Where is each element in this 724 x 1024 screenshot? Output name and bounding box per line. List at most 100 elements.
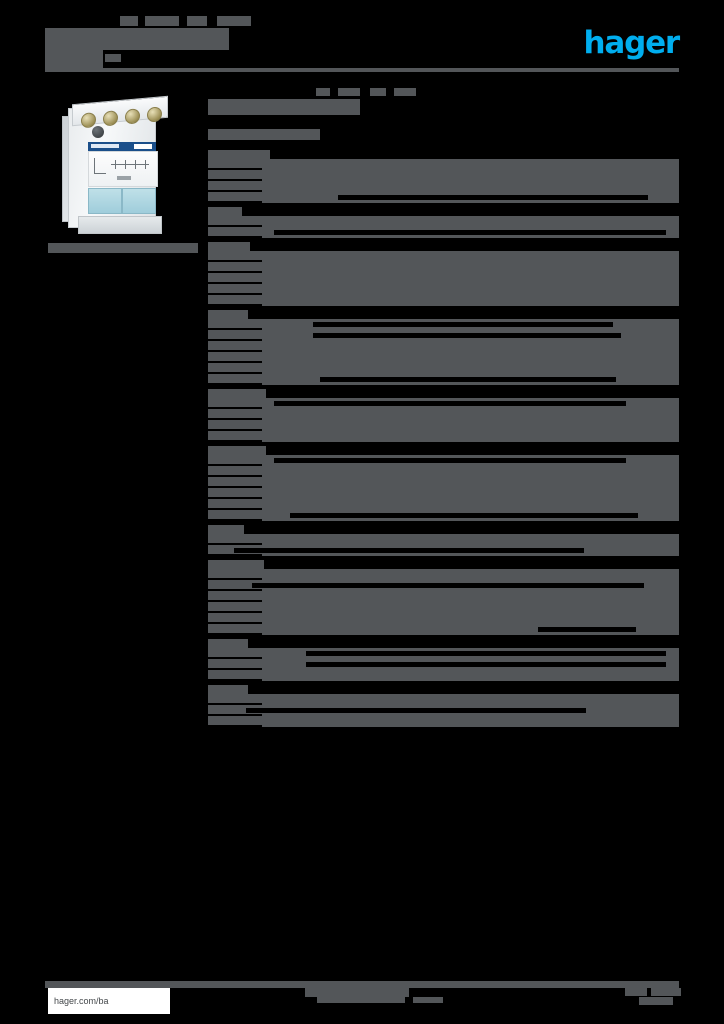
label-underline [216,679,262,681]
spec-section-header-redacted [208,389,679,398]
row-separator [208,260,216,262]
row-separator [208,407,216,409]
spec-section-header-redacted [208,639,679,648]
value-leader [290,513,638,518]
label-underline [216,236,262,238]
section-header-bar [208,560,264,569]
value-leader [274,230,666,235]
label-underline [216,383,262,385]
footer-page-number-redacted [625,988,681,1006]
device-rocker-left [88,188,122,214]
label-underline [216,179,262,181]
row-separator [208,497,216,499]
spec-section-header-redacted [208,150,679,159]
contactor-illustration [62,95,180,236]
spec-section-body-redacted [208,216,679,238]
footer-url-box[interactable]: hager.com/ba [48,988,170,1014]
footer-divider [45,981,679,988]
value-leader [246,708,586,713]
label-underline [216,543,262,545]
device-rocker-right [122,188,156,214]
section-header-bar [208,685,248,694]
label-underline [216,703,262,705]
value-leader [274,401,626,406]
row-separator [208,179,216,181]
footer-url-text: hager.com/ba [54,996,109,1006]
label-underline [216,225,262,227]
label-underline [216,486,262,488]
spec-section [208,310,679,385]
label-underline [216,407,262,409]
device-terminal-block [72,95,168,129]
row-separator [208,168,216,170]
label-underline [216,440,262,442]
spec-section [208,207,679,238]
value-leader [274,458,626,463]
value-leader [538,627,636,632]
spec-section [208,389,679,442]
row-separator [208,508,216,510]
row-separator [208,519,216,521]
row-separator [208,475,216,477]
label-underline [216,190,262,192]
spec-section-header-redacted [208,310,679,319]
row-separator [208,418,216,420]
section-header-bar [208,525,244,534]
row-separator [208,578,216,580]
row-separator [208,190,216,192]
label-underline [216,260,262,262]
spec-section [208,685,679,727]
spec-section-body-redacted [208,251,679,306]
spec-section [208,560,679,635]
section-header-bar [208,639,248,648]
title-block [208,88,679,140]
label-underline [216,201,262,203]
label-underline [216,725,262,727]
row-separator [208,236,216,238]
row-separator [208,725,216,727]
label-underline [216,668,262,670]
device-knob [92,126,104,138]
spec-section-body-redacted [208,455,679,521]
footer-center-redacted [305,988,445,1006]
row-separator [208,464,216,466]
value-leader [320,377,616,382]
spec-section-body-redacted [208,398,679,442]
row-separator [208,657,216,659]
row-separator [208,383,216,385]
label-underline [216,304,262,306]
value-leader [234,548,584,553]
label-underline [216,578,262,580]
label-underline [216,168,262,170]
label-underline [216,497,262,499]
spec-section [208,639,679,681]
label-underline [216,475,262,477]
spec-section-header-redacted [208,685,679,694]
device-base [78,216,162,234]
spec-section [208,242,679,306]
row-separator [208,328,216,330]
label-underline [216,372,262,374]
section-header-bar [208,310,248,319]
device-brand-text [88,142,156,151]
row-separator [208,429,216,431]
spec-section-body-redacted [208,319,679,385]
label-underline [216,633,262,635]
spec-section [208,150,679,203]
row-separator [208,611,216,613]
row-separator [208,372,216,374]
label-underline [216,600,262,602]
label-underline [216,589,262,591]
value-leader [313,322,613,327]
row-separator [208,633,216,635]
spec-section [208,525,679,556]
row-separator [208,271,216,273]
row-separator [208,225,216,227]
label-underline [216,361,262,363]
row-separator [208,293,216,295]
row-separator [208,703,216,705]
product-image [48,88,198,238]
label-underline [216,554,262,556]
specification-table [208,150,679,731]
